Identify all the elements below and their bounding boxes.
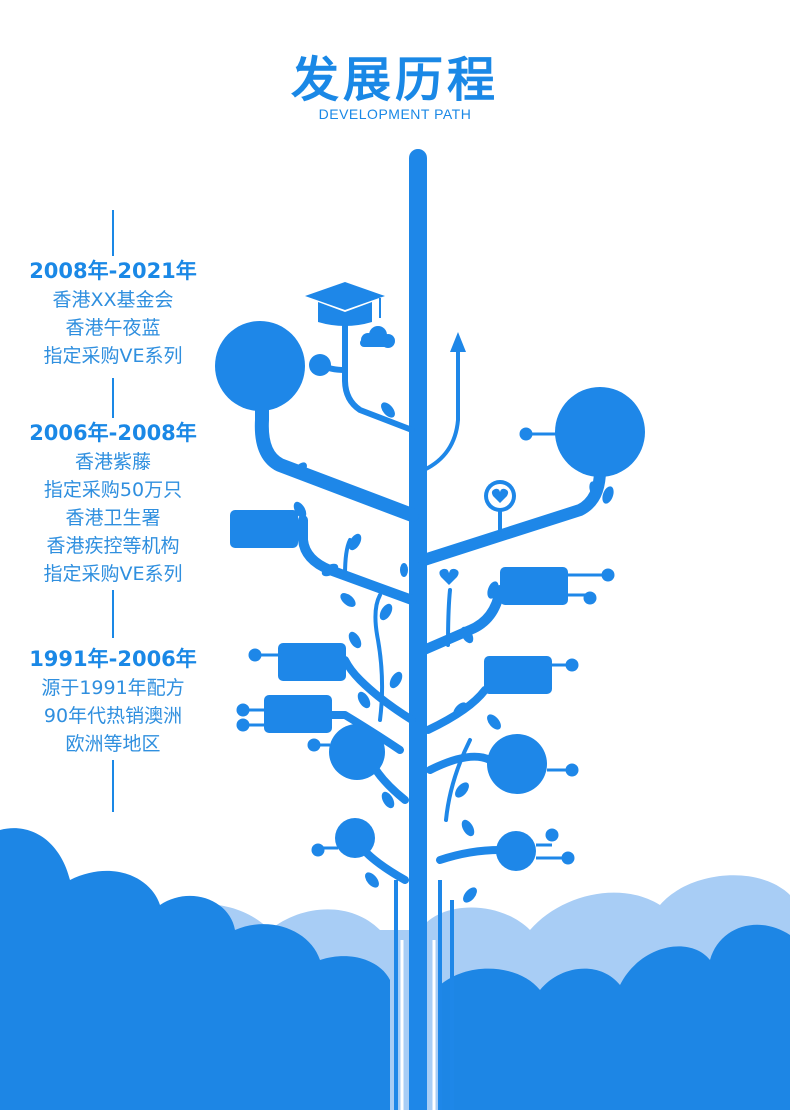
period-line: 欧洲等地区 — [65, 733, 161, 755]
period-line: 香港紫藤 — [74, 451, 151, 473]
period-line: 香港疾控等机构 — [46, 535, 180, 557]
timeline-period: 2008年-2021年 香港XX基金会 香港午夜蓝 指定采购VE系列 — [0, 256, 226, 370]
graduation-cap-icon — [305, 282, 385, 326]
period-line: 香港卫生署 — [65, 507, 161, 529]
period-line: 指定采购VE系列 — [43, 563, 183, 585]
period-line: 指定采购VE系列 — [43, 345, 183, 367]
cloud-front-right — [440, 924, 790, 1110]
timeline-line — [112, 378, 114, 418]
period-line: 香港XX基金会 — [52, 289, 174, 311]
period-line: 香港午夜蓝 — [65, 317, 161, 339]
arrow-up-icon — [450, 332, 466, 352]
page-subtitle: DEVELOPMENT PATH — [318, 106, 472, 122]
heart-icon — [484, 480, 516, 512]
period-line: 指定采购50万只 — [43, 479, 183, 501]
timeline-line — [112, 210, 114, 258]
cloud-front — [0, 828, 390, 1110]
period-line: 90年代热销澳洲 — [43, 705, 183, 727]
timeline-period: 1991年-2006年 源于1991年配方 90年代热销澳洲 欧洲等地区 — [0, 644, 226, 758]
page-title: 发展历程 — [290, 52, 499, 108]
period-years: 2006年-2008年 — [27, 418, 199, 448]
cloud-icon — [360, 326, 395, 348]
timeline-line — [112, 590, 114, 638]
timeline-line — [112, 760, 114, 812]
period-years: 1991年-2006年 — [27, 644, 199, 674]
period-line: 源于1991年配方 — [41, 677, 185, 699]
period-years: 2008年-2021年 — [27, 256, 199, 286]
timeline-period: 2006年-2008年 香港紫藤 指定采购50万只 香港卫生署 香港疾控等机构 … — [0, 418, 226, 588]
